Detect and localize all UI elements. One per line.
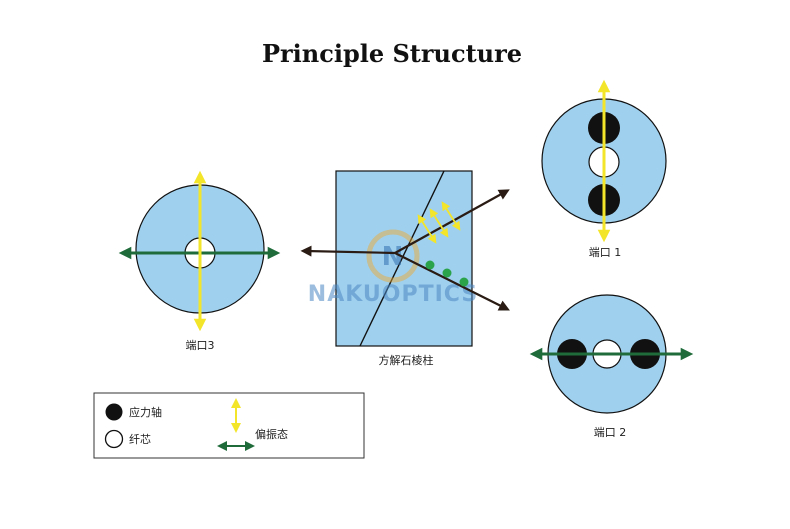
port2-label: 端口 2 — [594, 426, 627, 439]
port2-fiber — [529, 294, 694, 414]
legend-fiber-core-swatch — [104, 429, 124, 449]
nakuoptics-watermark: N NAKUOPTICS — [308, 229, 478, 307]
legend-box — [93, 392, 365, 459]
legend-fiber-core-label: 纤芯 — [129, 432, 151, 446]
upper-ray-polarization-mark — [441, 201, 461, 231]
legend-stress-rod-swatch — [105, 403, 123, 421]
port3-label: 端口3 — [186, 339, 215, 352]
prism-label: 方解石棱柱 — [379, 353, 434, 367]
legend: 应力轴 纤芯 偏振态 — [93, 392, 365, 459]
lower-ray-polarization-dot — [442, 268, 452, 278]
watermark-logo-letter: N — [382, 242, 405, 272]
port1-fiber — [541, 79, 667, 243]
ray-to-port2 — [394, 252, 510, 311]
watermark-logo-ring — [366, 229, 420, 283]
ray-to-port3 — [300, 245, 396, 257]
legend-stress-rod-label: 应力轴 — [129, 405, 162, 419]
lower-ray-polarization-dot — [459, 277, 469, 287]
lower-ray-polarization-dot — [425, 260, 435, 270]
port3-fiber — [118, 170, 281, 332]
watermark-text: NAKUOPTICS — [308, 282, 478, 307]
legend-polarization-label: 偏振态 — [255, 427, 288, 441]
prism-split-line — [359, 170, 445, 347]
diagram-title: Principle Structure — [262, 39, 522, 68]
port1-label: 端口 1 — [589, 246, 622, 259]
light-rays — [300, 189, 510, 311]
